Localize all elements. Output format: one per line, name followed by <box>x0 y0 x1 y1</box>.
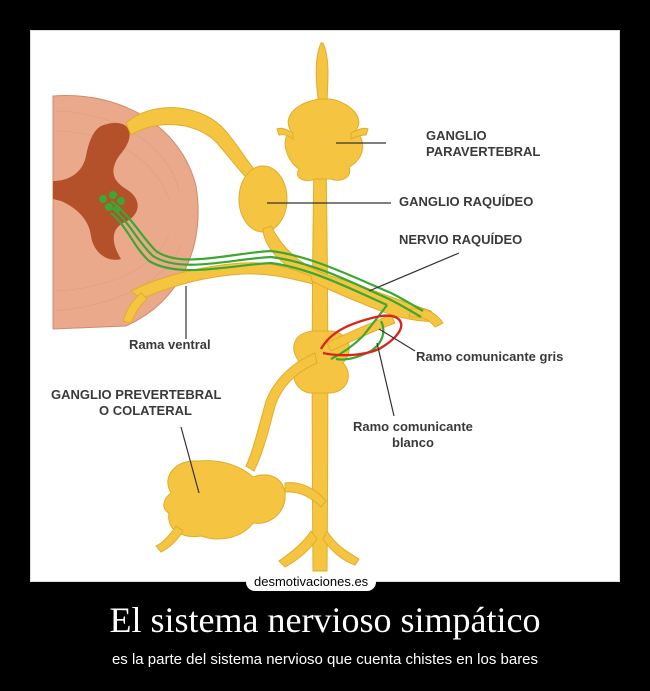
label-ganglio-paravertebral: GANGLIO PARAVERTEBRAL <box>426 128 540 160</box>
prevertebral-ganglion <box>163 460 286 540</box>
label-ganglio-paravertebral-line1: GANGLIO <box>426 128 487 143</box>
label-ganglio-raquideo: GANGLIO RAQUÍDEO <box>399 194 534 209</box>
paravertebral-ganglion <box>284 98 364 182</box>
spinal-ganglion <box>238 165 288 233</box>
label-ganglio-prevertebral-line1: GANGLIO PREVERTEBRAL <box>51 387 222 402</box>
watermark: desmotivaciones.es <box>246 573 377 591</box>
label-rama-ventral: Rama ventral <box>129 337 211 352</box>
ventral-root-base <box>130 262 314 300</box>
label-ramo-comunicante-blanco: Ramo comunicante blanco <box>353 419 473 451</box>
splanchnic-nerve <box>245 352 318 472</box>
nerve-structures <box>122 42 444 572</box>
sympathetic-nervous-system-diagram <box>52 42 460 572</box>
gray-matter <box>53 122 138 260</box>
caption-title: El sistema nervioso simpático <box>109 600 541 640</box>
label-ramo-comunicante-blanco-line1: Ramo comunicante <box>353 419 473 434</box>
label-ganglio-paravertebral-line2: PARAVERTEBRAL <box>426 144 541 159</box>
label-ramo-comunicante-blanco-line2: blanco <box>392 435 434 450</box>
gray-ramus <box>326 314 396 352</box>
caption-subtitle: es la parte del sistema nervioso que cue… <box>111 651 539 668</box>
label-ganglio-prevertebral: GANGLIO PREVERTEBRAL O COLATERAL <box>51 387 221 419</box>
leader-lines <box>180 142 460 494</box>
fiber-nuclei <box>99 191 125 213</box>
label-nervio-raquideo: NERVIO RAQUÍDEO <box>399 232 523 247</box>
label-ramo-comunicante-gris: Ramo comunicante gris <box>416 349 564 364</box>
diagram-frame: GANGLIO PARAVERTEBRAL GANGLIO RAQUÍDEO N… <box>30 30 620 582</box>
postganglionic-fiber <box>319 314 403 357</box>
label-ganglio-prevertebral-line2: O COLATERAL <box>99 403 192 418</box>
